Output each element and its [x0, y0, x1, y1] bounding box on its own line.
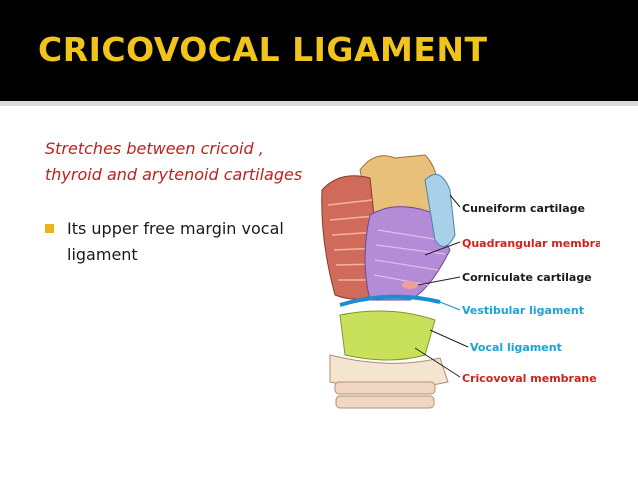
trachea-ring: [334, 381, 436, 395]
leader-line: [414, 347, 461, 378]
square-bullet-icon: [45, 224, 54, 233]
slide-title: CRICOVOCAL LIGAMENT: [38, 30, 488, 69]
label-corniculate-cartilage: Corniculate cartilage: [462, 271, 592, 284]
cuneiform-cartilage-shape: [424, 173, 456, 247]
muscle-fibers: [327, 199, 381, 281]
corniculate-cartilage-shape: [402, 281, 418, 289]
label-vestibular-ligament: Vestibular ligament: [462, 304, 584, 317]
bullet-item: Its upper free margin vocal ligament: [45, 216, 305, 268]
cricovocal-membrane-shape: [339, 310, 436, 361]
larynx-svg: Cuneiform cartilage Quadrangular membran…: [321, 154, 600, 409]
trachea-ring: [335, 395, 435, 409]
label-cricovocal-membrane: Cricovoval membrane: [462, 372, 597, 385]
leader-line: [417, 276, 461, 286]
leader-line: [449, 194, 461, 208]
label-cuneiform-cartilage: Cuneiform cartilage: [462, 202, 585, 215]
title-bar: CRICOVOCAL LIGAMENT: [0, 0, 638, 101]
title-divider: [0, 101, 638, 106]
label-quadrangular-membrane: Quadrangular membrane: [462, 237, 600, 250]
membrane-fibers: [373, 229, 446, 286]
vestibular-ligament-shape: [339, 294, 441, 307]
leader-line: [429, 329, 469, 348]
bullet-text: Its upper free margin vocal ligament: [67, 219, 284, 264]
label-vocal-ligament: Vocal ligament: [470, 341, 562, 354]
leader-line: [439, 301, 461, 311]
larynx-illustration: Cuneiform cartilage Quadrangular membran…: [300, 120, 600, 420]
leader-line: [424, 241, 461, 256]
intro-text: Stretches between cricoid , thyroid and …: [45, 139, 303, 184]
